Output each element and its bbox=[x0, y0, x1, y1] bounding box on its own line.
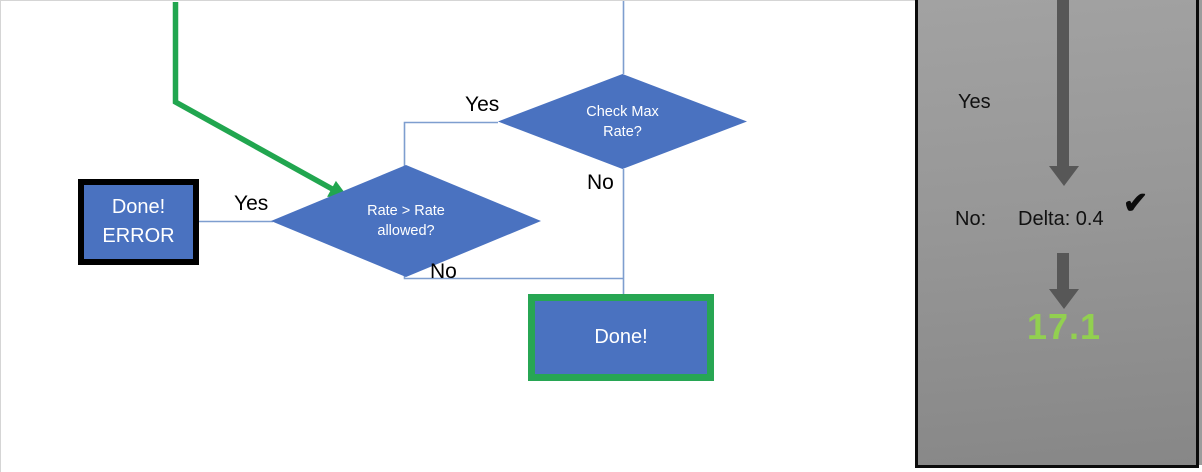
done-error-line2: ERROR bbox=[102, 225, 175, 247]
panel-no-label: No: bbox=[955, 208, 987, 230]
down-arrow-head-icon bbox=[1049, 166, 1079, 186]
panel-delta-value: Delta: 0.4 bbox=[1018, 208, 1104, 230]
panel-yes-label: Yes bbox=[958, 91, 991, 113]
rate-diamond-line2: allowed? bbox=[377, 223, 435, 239]
edge-label-no-from-rate: No bbox=[430, 260, 457, 283]
panel-right-edge bbox=[1199, 0, 1202, 465]
done-box: Done! bbox=[528, 294, 714, 381]
down-arrow-icon bbox=[1057, 0, 1069, 166]
green-flow-arrow-icon bbox=[172, 2, 349, 199]
check-diamond-line2: Rate? bbox=[603, 123, 642, 140]
edge-label-yes-to-error: Yes bbox=[234, 192, 269, 215]
down-arrow-head-icon bbox=[1049, 289, 1079, 309]
check-diamond-line1: Check Max bbox=[586, 103, 659, 120]
done-box-label: Done! bbox=[594, 326, 648, 348]
done-error-line1: Done! bbox=[111, 196, 166, 218]
checkmark-icon: ✔ bbox=[1123, 187, 1149, 220]
edge-label-yes-from-check: Yes bbox=[465, 93, 500, 116]
done-error-box: Done! ERROR bbox=[78, 179, 199, 265]
result-value: 17.1 bbox=[1026, 306, 1102, 347]
result-side-panel: Yes No: Delta: 0.4 ✔ 17.1 bbox=[915, 0, 1199, 468]
edge-label-no-from-check: No bbox=[587, 171, 614, 194]
rate-diamond-line1: Rate > Rate bbox=[367, 203, 445, 219]
flowchart-area: Done! ERROR Rate > Rate allowed? Check M… bbox=[0, 0, 916, 472]
down-arrow-icon bbox=[1057, 253, 1069, 289]
